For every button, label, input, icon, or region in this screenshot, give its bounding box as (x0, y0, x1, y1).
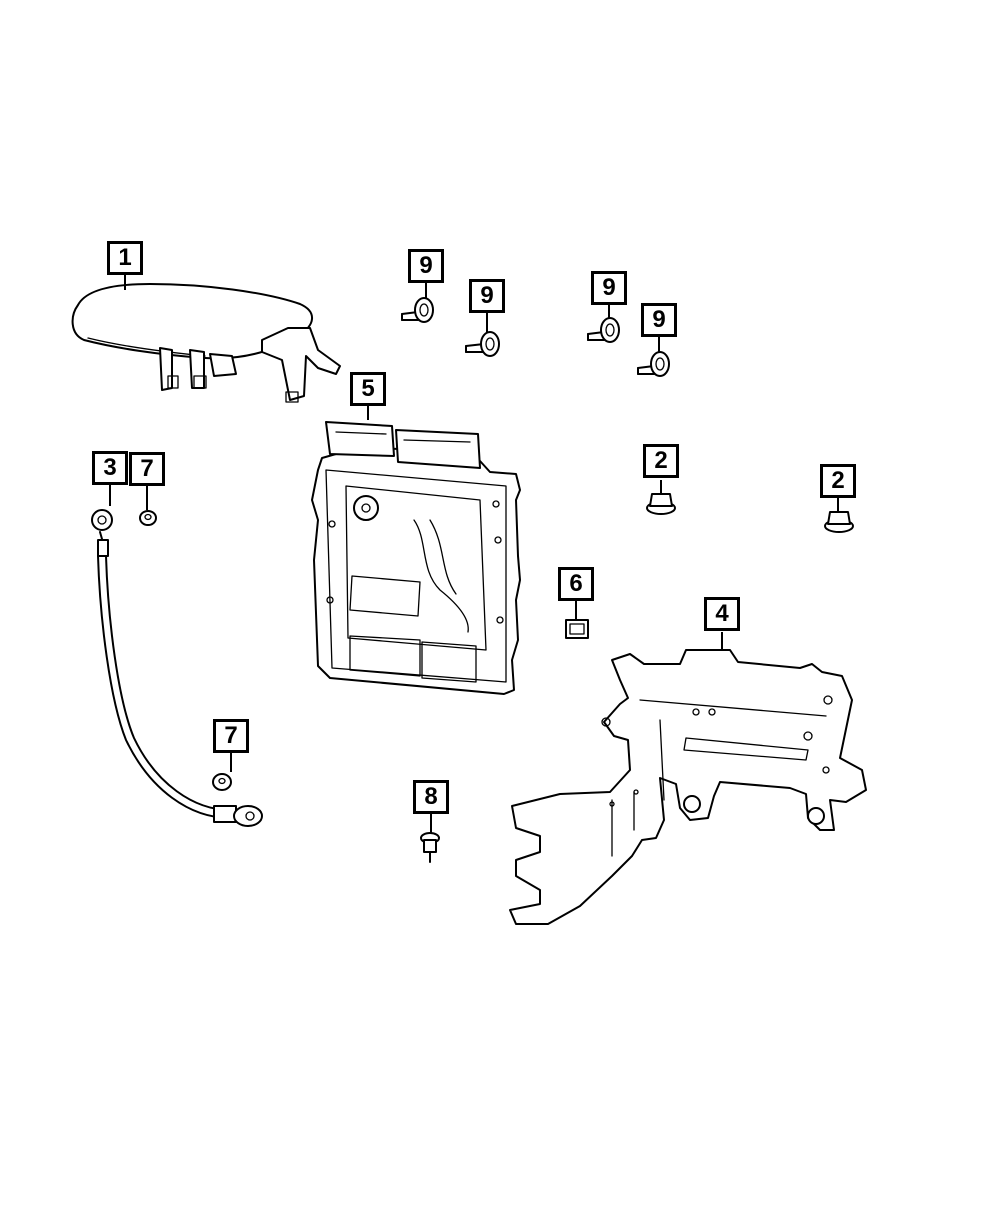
bolt-icon[interactable] (401, 297, 434, 323)
callout-4[interactable]: 4 (704, 597, 740, 631)
nut-icon[interactable] (139, 510, 157, 526)
mounting-bracket-icon[interactable] (509, 649, 867, 925)
stud-icon[interactable] (420, 832, 440, 863)
callout-3[interactable]: 3 (92, 451, 128, 485)
callout-9[interactable]: 9 (469, 279, 505, 313)
callout-2[interactable]: 2 (820, 464, 856, 498)
callout-9[interactable]: 9 (408, 249, 444, 283)
callout-9[interactable]: 9 (591, 271, 627, 305)
callout-7[interactable]: 7 (213, 719, 249, 753)
callout-8[interactable]: 8 (413, 780, 449, 814)
bolt-icon[interactable] (637, 351, 670, 377)
callout-6[interactable]: 6 (558, 567, 594, 601)
control-module-icon[interactable] (311, 421, 521, 695)
callout-5[interactable]: 5 (350, 372, 386, 406)
nut-icon[interactable] (212, 773, 232, 791)
flange-nut-icon[interactable] (824, 511, 854, 533)
callout-1[interactable]: 1 (107, 241, 143, 275)
bolt-icon[interactable] (587, 317, 620, 343)
ground-strap-icon[interactable] (91, 509, 263, 827)
callout-2[interactable]: 2 (643, 444, 679, 478)
flange-nut-icon[interactable] (646, 493, 676, 515)
leader-lines (109, 275, 839, 833)
callout-7[interactable]: 7 (129, 452, 165, 486)
callout-9[interactable]: 9 (641, 303, 677, 337)
bolt-icon[interactable] (465, 331, 500, 357)
cover-icon[interactable] (71, 283, 341, 403)
connector-clip-icon[interactable] (565, 619, 589, 639)
